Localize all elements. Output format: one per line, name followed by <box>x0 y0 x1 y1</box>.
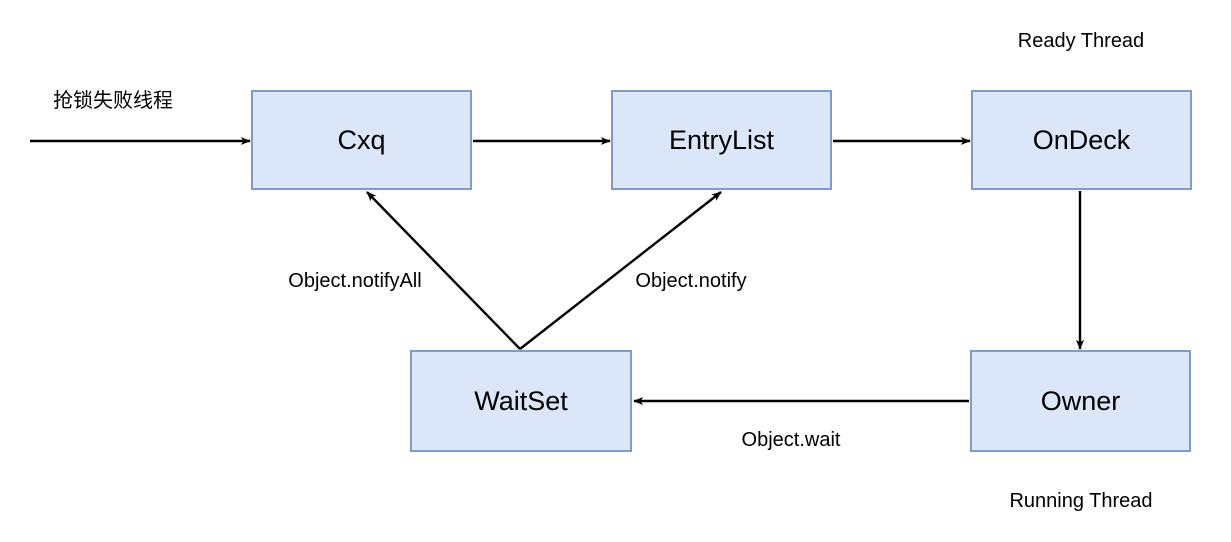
node-ondeck-label: OnDeck <box>1032 124 1131 155</box>
node-owner-label: Owner <box>1040 385 1121 416</box>
node-entrylist-label: EntryList <box>668 124 775 155</box>
node-cxq[interactable]: Cxq <box>251 90 472 190</box>
node-cxq-label: Cxq <box>337 124 386 155</box>
node-ondeck[interactable]: OnDeck <box>971 90 1192 190</box>
node-waitset[interactable]: WaitSet <box>410 350 632 452</box>
label-object-notify-all: Object.notifyAll <box>288 270 422 292</box>
node-entrylist[interactable]: EntryList <box>611 90 832 190</box>
label-incoming-threads: 抢锁失败线程 <box>53 88 173 112</box>
label-object-notify: Object.notify <box>635 270 747 292</box>
label-object-wait: Object.wait <box>741 429 841 451</box>
node-waitset-label: WaitSet <box>474 385 568 416</box>
label-running-thread: Running Thread <box>1009 490 1153 512</box>
node-owner[interactable]: Owner <box>970 350 1191 452</box>
label-ready-thread: Ready Thread <box>1017 30 1145 52</box>
